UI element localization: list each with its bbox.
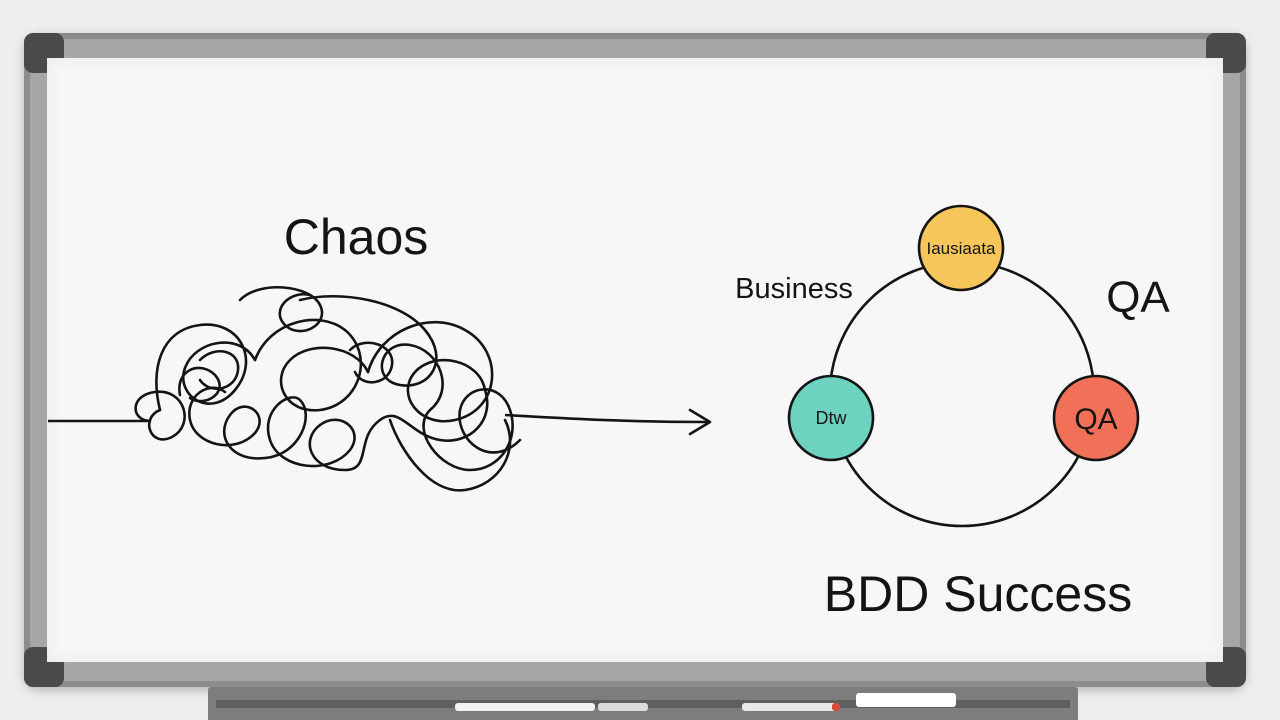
chaos-scribble [134, 285, 522, 492]
whiteboard-surface [47, 58, 1223, 662]
chaos-heading: Chaos [284, 209, 429, 265]
node-dev-circle [787, 374, 875, 462]
marker-icon [455, 703, 595, 711]
node-qa-text: QA [1074, 403, 1117, 436]
node-qa-circle [1052, 374, 1140, 462]
success-heading: BDD Success [824, 566, 1132, 622]
business-label: Business [735, 273, 853, 305]
marker-tip-icon [832, 703, 840, 711]
marker-cap-icon [598, 703, 648, 711]
qa-label: QA [1106, 273, 1170, 322]
node-business: Iausiaata [917, 204, 1005, 292]
output-arrow-line [504, 413, 709, 424]
node-business-text: Iausiaata [927, 239, 997, 258]
node-dev-text: Dtw [816, 408, 848, 428]
node-qa: QA [1052, 374, 1140, 462]
arrow-head-icon [688, 408, 712, 436]
marker-icon [742, 703, 838, 711]
eraser-icon [856, 693, 956, 707]
node-business-circle [917, 204, 1005, 292]
node-dev: Dtw [787, 374, 875, 462]
collaboration-cycle [828, 260, 1096, 528]
